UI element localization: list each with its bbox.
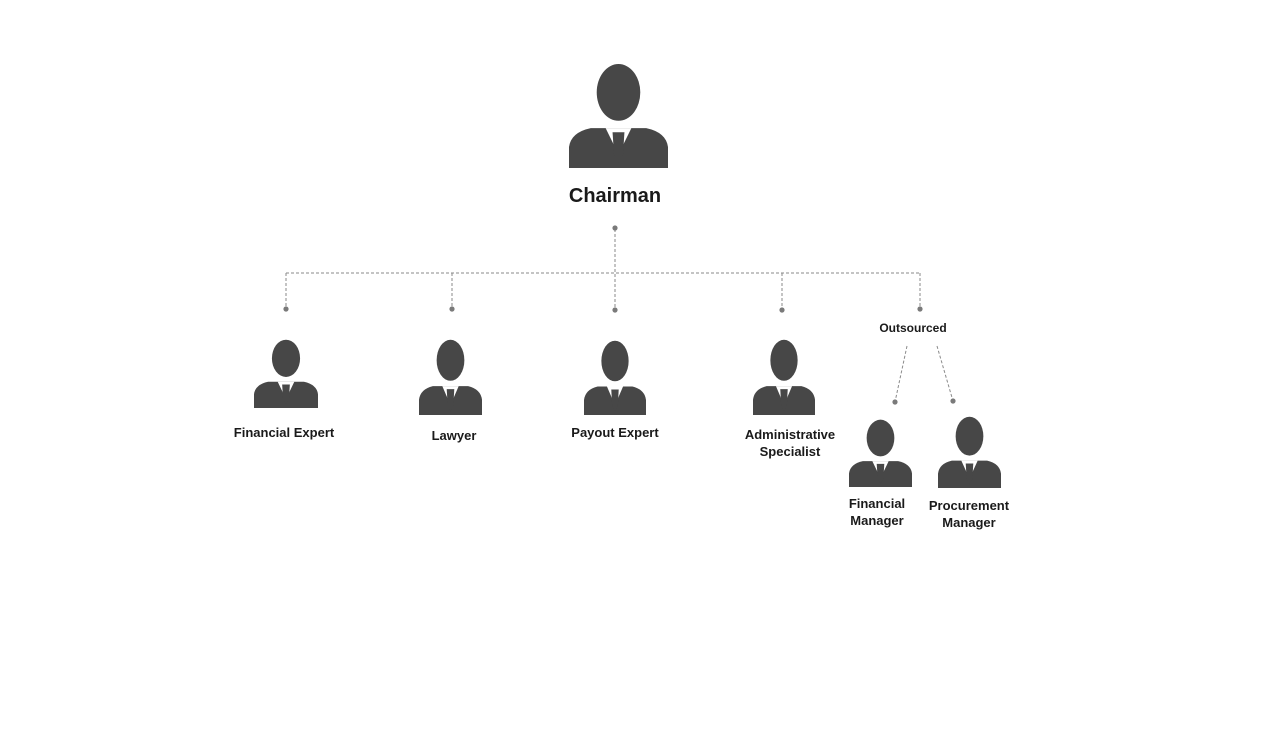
person-icon-financial-expert: [254, 339, 318, 408]
person-icon-administrative-specialist: [753, 339, 815, 415]
node-label-outsourced: Outsourced: [879, 321, 947, 335]
connector-procurement-manager: [936, 345, 954, 402]
person-icon-procurement-manager: [938, 416, 1001, 488]
person-icon-lawyer: [419, 339, 482, 415]
node-label-line: Financial: [848, 496, 906, 511]
node-label-lawyer: Lawyer: [431, 428, 477, 443]
connector-dot-administrative-specialist: [779, 307, 785, 313]
node-label-financial-manager: Financial Manager: [832, 495, 922, 529]
node-label-administrative-specialist: Administrative Specialist: [725, 426, 855, 460]
connector-dot-chairman: [612, 225, 618, 231]
connector-dot-financial-manager: [892, 399, 898, 405]
node-label-financial-expert: Financial Expert: [233, 425, 335, 440]
connector-dot-procurement-manager: [950, 398, 956, 404]
node-label-chairman: Chairman: [568, 185, 662, 207]
node-label-line: Specialist: [759, 444, 821, 459]
connector-dot-outsourced: [917, 306, 923, 312]
person-icon-financial-manager: [849, 419, 912, 487]
person-icon-chairman: [569, 63, 668, 168]
node-label-line: Manager: [850, 513, 904, 528]
connector-financial-manager: [894, 345, 908, 403]
node-label-line: Procurement: [928, 498, 1010, 513]
node-label-payout-expert: Payout Expert: [571, 425, 659, 440]
person-icon-payout-expert: [584, 340, 646, 415]
connector-dot-financial-expert: [283, 306, 289, 312]
node-label-procurement-manager: Procurement Manager: [919, 497, 1019, 531]
node-label-line: Manager: [942, 515, 996, 530]
connector-dot-lawyer: [449, 306, 455, 312]
connector-dot-payout-expert: [612, 307, 618, 313]
node-label-line: Administrative: [744, 427, 836, 442]
